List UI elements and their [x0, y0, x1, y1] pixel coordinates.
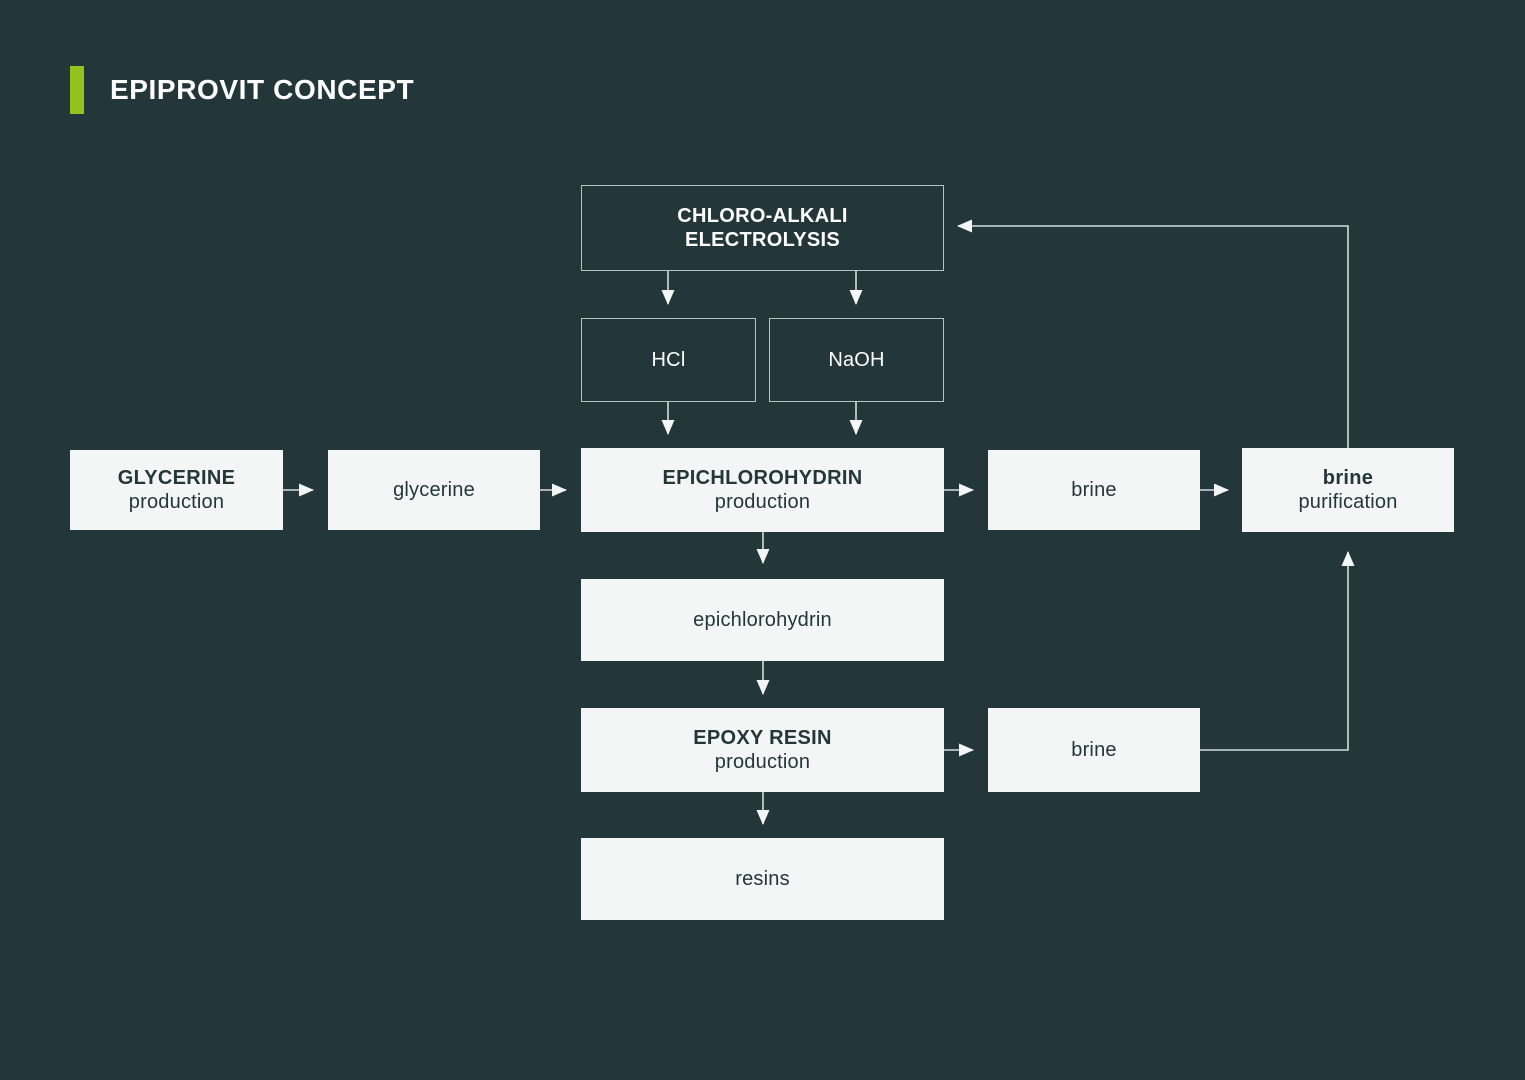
node-epichlorohydrin-production-line1: EPICHLOROHYDRIN	[662, 466, 863, 489]
node-chloro-alkali-line1: CHLORO-ALKALI	[677, 204, 848, 227]
node-epichlorohydrin-label: epichlorohydrin	[693, 608, 832, 631]
node-glycerine[interactable]: glycerine	[328, 450, 540, 530]
node-brine-bottom[interactable]: brine	[988, 708, 1200, 792]
node-hcl-label: HCl	[651, 348, 686, 371]
node-brine-top[interactable]: brine	[988, 450, 1200, 530]
node-brine-top-label: brine	[1071, 478, 1117, 501]
node-epoxy-resin-production-line1: EPOXY RESIN	[693, 726, 832, 749]
node-naoh[interactable]: NaOH	[769, 318, 944, 402]
node-epichlorohydrin[interactable]: epichlorohydrin	[581, 579, 944, 661]
title-accent-bar	[70, 66, 84, 114]
node-resins[interactable]: resins	[581, 838, 944, 920]
page-title: EPIPROVIT CONCEPT	[70, 62, 414, 118]
flow-brine-bottom-to-brine-purification	[1200, 551, 1355, 751]
node-glycerine-label: glycerine	[393, 478, 475, 501]
node-naoh-label: NaOH	[828, 348, 885, 371]
node-epoxy-resin-production-line2: production	[714, 751, 811, 773]
flow-brine-purification-to-chloroalkali	[957, 219, 1349, 448]
node-chloro-alkali-electrolysis[interactable]: CHLORO-ALKALI ELECTROLYSIS	[581, 185, 944, 271]
node-brine-purification[interactable]: brine purification	[1242, 448, 1454, 532]
node-epichlorohydrin-production[interactable]: EPICHLOROHYDRIN production	[581, 448, 944, 532]
node-brine-purification-line2: purification	[1298, 491, 1398, 513]
node-epoxy-resin-production[interactable]: EPOXY RESIN production	[581, 708, 944, 792]
node-epichlorohydrin-production-line2: production	[714, 491, 811, 513]
node-brine-bottom-label: brine	[1071, 738, 1117, 761]
node-resins-label: resins	[735, 867, 790, 890]
node-glycerine-production[interactable]: GLYCERINE production	[70, 450, 283, 530]
node-brine-purification-line1: brine	[1322, 466, 1374, 489]
node-chloro-alkali-line2: ELECTROLYSIS	[684, 229, 841, 251]
node-hcl[interactable]: HCl	[581, 318, 756, 402]
node-glycerine-production-line2: production	[128, 491, 225, 513]
node-glycerine-production-line1: GLYCERINE	[117, 466, 236, 489]
page-title-text: EPIPROVIT CONCEPT	[110, 74, 415, 105]
